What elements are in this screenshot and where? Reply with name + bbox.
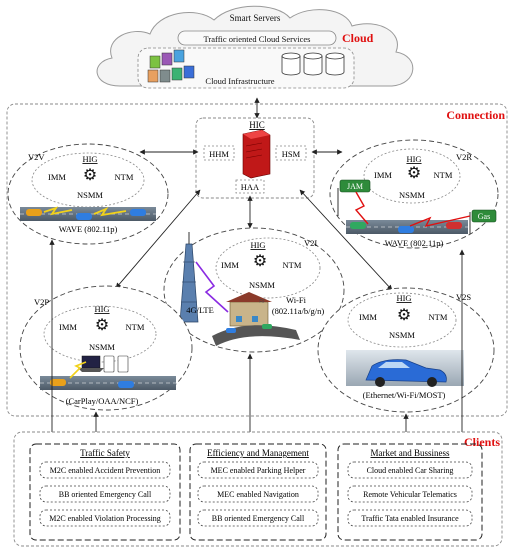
connection-frame [6, 103, 508, 417]
client-item: M2C enabled Violation Processing [49, 514, 161, 523]
haa-label: HAA [241, 182, 260, 192]
cloud-services-label: Traffic oriented Cloud Services [204, 34, 311, 44]
v2v-hig-label: HIG [82, 154, 97, 164]
v2v-signal-icon [43, 206, 73, 216]
v2i-hig-label: HIG [250, 240, 265, 250]
v2r-node: V2R HIG ⚙ IMM NTM NSMM JAM Gas WAVE (802… [329, 139, 499, 249]
clients-title: Clients [464, 435, 500, 449]
v2s-hig-label: HIG [396, 293, 411, 303]
client-group-traffic-safety: Traffic Safety M2C enabled Accident Prev… [29, 443, 181, 541]
v2i-tag: V2I [304, 238, 317, 248]
v2i-wifi-label: Wi-Fi [286, 295, 307, 305]
v2v-imm-label: IMM [48, 172, 66, 182]
v2i-building-icon [226, 292, 272, 327]
v2s-car-icon [365, 359, 447, 387]
v2r-car-icon [350, 222, 462, 233]
client-item: Cloud enabled Car Sharing [367, 466, 454, 475]
client-group-title: Traffic Safety [80, 448, 130, 458]
v2v-gear-icon: ⚙ [83, 167, 97, 184]
v2i-wifi-icon: ≈ [259, 296, 265, 307]
v2v-node: V2V HIG ⚙ IMM NTM NSMM WAVE (802.11p) [7, 143, 169, 245]
cloud-infrastructure-label: Cloud Infrastructure [205, 76, 274, 86]
v2r-hig-label: HIG [406, 154, 421, 164]
hic-v2p-link [115, 189, 201, 289]
v2i-cell-label: 4G/LTE [186, 305, 214, 315]
hsm-label: HSM [282, 149, 301, 159]
v2s-imm-label: IMM [359, 312, 377, 322]
v2s-nsmm-label: NSMM [389, 330, 415, 340]
client-item: Remote Vehicular Telematics [363, 490, 457, 499]
v2i-nsmm-label: NSMM [249, 280, 275, 290]
v2r-gas-label: Gas [478, 212, 490, 221]
v2s-gear-icon: ⚙ [397, 307, 411, 324]
client-item: BB oriented Emergency Call [212, 514, 305, 523]
v2p-tag: V2P [34, 297, 49, 307]
hic-server-icon [242, 129, 271, 179]
v2v-nsmm-label: NSMM [77, 190, 103, 200]
database-icon [281, 52, 345, 76]
v2p-hig-label: HIG [94, 304, 109, 314]
v2p-imm-label: IMM [59, 322, 77, 332]
client-item: Traffic Tata enabled Insurance [361, 514, 459, 523]
hic-v2s-link [299, 189, 393, 291]
v2v-car-icon [26, 209, 146, 220]
hic-label: HIC [249, 120, 265, 130]
v2s-node: V2S HIG ⚙ IMM NTM NSMM (Ethernet/Wi-Fi/M… [317, 287, 495, 413]
v2r-ntm-label: NTM [434, 170, 453, 180]
v2i-imm-label: IMM [221, 260, 239, 270]
client-group-title: Market and Bussiness [371, 448, 450, 458]
client-item: BB oriented Emergency Call [59, 490, 152, 499]
connection-title: Connection [446, 108, 505, 122]
v2p-nsmm-label: NSMM [89, 342, 115, 352]
v2r-signal-icon [354, 191, 369, 225]
v2s-tech-label: (Ethernet/Wi-Fi/MOST) [363, 390, 446, 400]
client-links [49, 239, 465, 432]
v2r-tech-label: WAVE (802.11p) [385, 238, 444, 248]
v2r-jam-sign [339, 179, 371, 193]
v2i-wifi-standard-label: (802.11a/b/g/n) [272, 306, 324, 316]
v2r-jam-label: JAM [347, 182, 363, 191]
cloud-title: Cloud [342, 31, 374, 45]
v2p-node: V2P HIG ⚙ IMM NTM NSMM (CarPlay/OAA/NCF) [19, 285, 193, 411]
v2p-road [40, 376, 176, 390]
client-item: M2C enabled Accident Prevention [50, 466, 160, 475]
v2r-nsmm-label: NSMM [399, 190, 425, 200]
smart-servers-label: Smart Servers [230, 13, 281, 23]
v2i-node: V2I HIG ⚙ IMM NTM NSMM 4G/LTE [163, 227, 345, 353]
v2s-tag: V2S [456, 292, 471, 302]
v2v-tag: V2V [28, 152, 45, 162]
cloud-services-box [177, 30, 337, 46]
hhm-label: HHM [209, 149, 229, 159]
client-group-market: Market and Bussiness Cloud enabled Car S… [337, 443, 483, 541]
cloud-section: Smart Servers Traffic oriented Cloud Ser… [96, 5, 414, 89]
v2i-car-icon [226, 324, 272, 333]
v2p-tech-label: (CarPlay/OAA/NCF) [66, 396, 139, 406]
v2i-lte-signal [195, 261, 229, 313]
clients-section: Clients Traffic Safety M2C enabled Accid… [13, 431, 503, 547]
connection-section: Connection HIC HHM HSM HAA [6, 103, 508, 417]
v2p-gear-icon: ⚙ [95, 317, 109, 334]
v2v-ntm-label: NTM [115, 172, 134, 182]
hic-box: HIC HHM HSM HAA [195, 117, 315, 199]
v2r-tag: V2R [456, 152, 472, 162]
client-item: MEC enabled Parking Helper [211, 466, 306, 475]
v2r-imm-label: IMM [374, 170, 392, 180]
cloud-servers-icon [147, 49, 195, 83]
v2p-signal-icon [69, 361, 87, 379]
v2v-tech-label: WAVE (802.11p) [59, 224, 118, 234]
v2i-tower-icon [179, 232, 199, 323]
client-item: MEC enabled Navigation [217, 490, 299, 499]
v2p-car-icon [50, 379, 134, 388]
v2p-devices-icon [78, 355, 129, 373]
v2r-gas-sign [471, 209, 497, 223]
clients-frame [13, 431, 503, 547]
v2s-ntm-label: NTM [429, 312, 448, 322]
v2p-ntm-label: NTM [126, 322, 145, 332]
client-group-title: Efficiency and Management [207, 448, 309, 458]
client-group-efficiency: Efficiency and Management MEC enabled Pa… [189, 443, 327, 541]
v2i-gear-icon: ⚙ [253, 253, 267, 270]
v2i-ntm-label: NTM [283, 260, 302, 270]
v2r-gear-icon: ⚙ [407, 165, 421, 182]
